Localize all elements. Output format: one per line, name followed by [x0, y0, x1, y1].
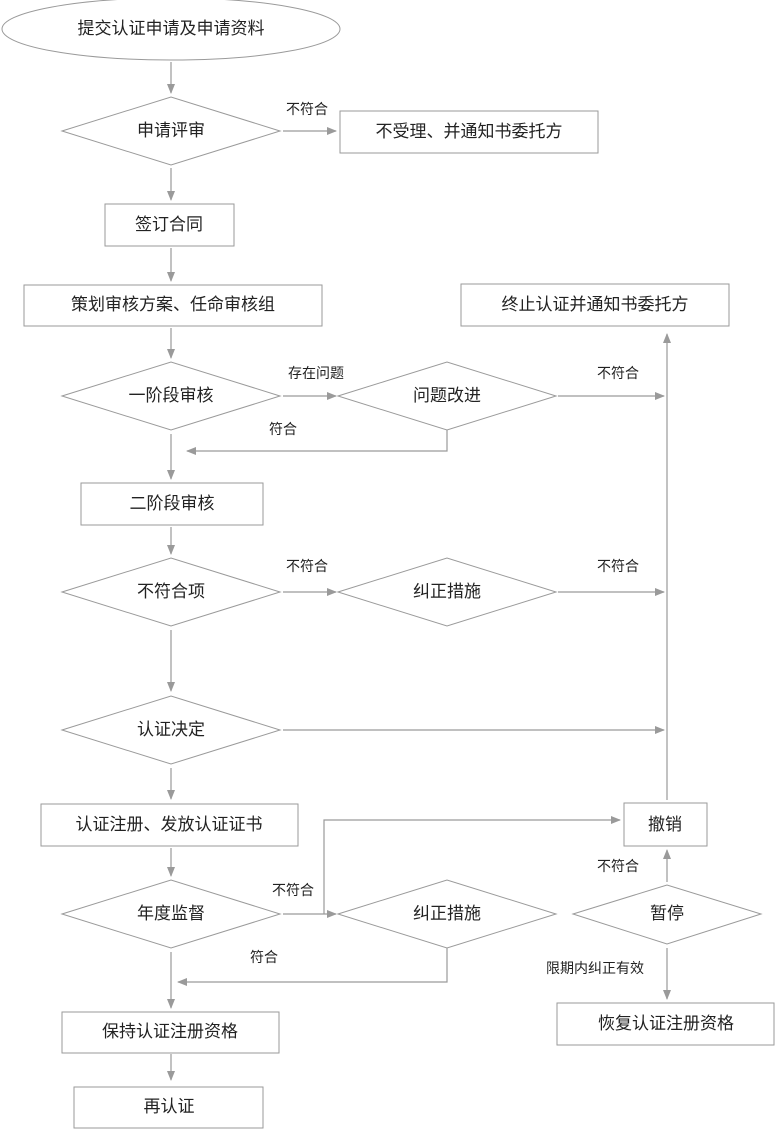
arrow-corrective-back — [177, 948, 448, 986]
node-label: 问题改进 — [413, 386, 481, 406]
node-reject: 不受理、并通知书委托方 — [339, 110, 599, 154]
edge-label-corrective2-ok: 符合 — [250, 950, 278, 966]
node-stage1: 一阶段审核 — [60, 361, 282, 431]
node-plan: 策划审核方案、任命审核组 — [23, 284, 323, 327]
diamond-shape — [336, 879, 558, 949]
diamond-shape — [60, 361, 282, 431]
box-shape — [40, 803, 299, 847]
box-shape — [23, 284, 323, 327]
node-label: 撤销 — [648, 815, 682, 835]
edge-label-suspend-fixed: 限期内纠正有效 — [546, 961, 644, 977]
node-label: 终止认证并通知书委托方 — [502, 295, 689, 315]
node-corrective2: 纠正措施 — [336, 879, 558, 949]
diamond-shape — [336, 361, 558, 431]
node-submit: 提交认证申请及申请资料 — [1, 0, 341, 61]
edge-labels: 不符合 存在问题 不符合 符合 不符合 不符合 不符合 符合 不符合 限期内纠正… — [250, 102, 644, 977]
arrow-improve-back — [186, 430, 448, 455]
node-label: 恢复认证注册资格 — [598, 1014, 734, 1034]
node-label: 提交认证申请及申请资料 — [78, 19, 265, 39]
node-nonconf: 不符合项 — [60, 557, 282, 627]
node-label: 策划审核方案、任命审核组 — [71, 295, 275, 315]
node-label: 签订合同 — [135, 215, 203, 235]
diamond-shape — [60, 96, 282, 166]
node-label: 保持认证注册资格 — [102, 1022, 238, 1042]
edge-label-nonconf-no: 不符合 — [286, 559, 328, 575]
box-shape — [623, 802, 708, 847]
node-review: 申请评审 — [60, 96, 282, 166]
edge-label-review-no: 不符合 — [286, 102, 328, 118]
node-restore: 恢复认证注册资格 — [556, 1002, 775, 1046]
node-stage2: 二阶段审核 — [80, 482, 264, 526]
node-contract: 签订合同 — [104, 203, 235, 247]
node-label: 纠正措施 — [413, 904, 481, 924]
node-label: 暂停 — [650, 904, 684, 924]
box-shape — [339, 110, 599, 154]
node-register: 认证注册、发放认证证书 — [40, 803, 299, 847]
node-recert: 再认证 — [73, 1086, 264, 1129]
diamond-shape — [60, 879, 282, 949]
diamond-shape — [60, 695, 282, 765]
node-label: 再认证 — [144, 1097, 195, 1117]
box-shape — [80, 482, 264, 526]
node-label: 申请评审 — [137, 121, 205, 141]
node-label: 认证决定 — [137, 720, 205, 740]
box-shape — [104, 203, 235, 247]
box-shape — [61, 1011, 280, 1054]
node-terminate: 终止认证并通知书委托方 — [460, 283, 730, 327]
diamond-shape — [60, 557, 282, 627]
node-label: 不符合项 — [137, 582, 205, 602]
arrow-annual-revoke — [323, 816, 621, 914]
node-annual: 年度监督 — [60, 879, 282, 949]
edge-label-improve-ok: 符合 — [269, 422, 297, 438]
diamond-shape — [336, 557, 558, 627]
ellipse-shape — [1, 0, 341, 61]
edge-label-stage1-issue: 存在问题 — [288, 366, 344, 382]
node-label: 一阶段审核 — [129, 386, 214, 406]
node-label: 二阶段审核 — [130, 494, 215, 514]
node-keep: 保持认证注册资格 — [61, 1011, 280, 1054]
node-suspend: 暂停 — [571, 884, 763, 945]
edge-label-annual-no: 不符合 — [272, 883, 314, 899]
node-label: 不受理、并通知书委托方 — [376, 122, 563, 142]
node-improve: 问题改进 — [336, 361, 558, 431]
edge-label-corrective1-no: 不符合 — [597, 559, 639, 575]
box-shape — [460, 283, 730, 327]
edge-label-improve-no: 不符合 — [597, 366, 639, 382]
node-corrective1: 纠正措施 — [336, 557, 558, 627]
node-decision: 认证决定 — [60, 695, 282, 765]
diamond-shape — [571, 884, 763, 945]
node-label: 年度监督 — [137, 904, 205, 924]
node-revoke: 撤销 — [623, 802, 708, 847]
box-shape — [73, 1086, 264, 1129]
connectors — [167, 62, 671, 1081]
box-shape — [556, 1002, 775, 1046]
edge-label-suspend-no: 不符合 — [597, 859, 639, 875]
node-label: 认证注册、发放认证证书 — [76, 815, 263, 835]
node-label: 纠正措施 — [413, 582, 481, 602]
